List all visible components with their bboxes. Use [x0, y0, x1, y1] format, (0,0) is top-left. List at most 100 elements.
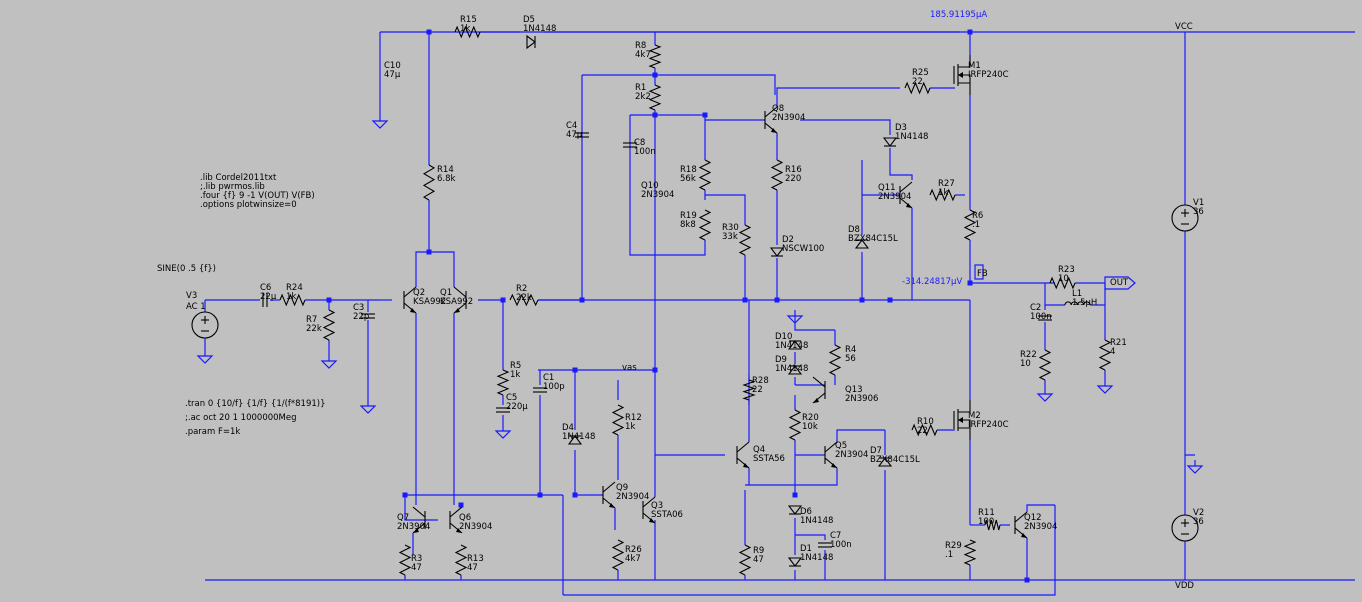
capacitor-symbol[interactable]: [623, 142, 637, 148]
resistor-symbol[interactable]: [911, 423, 938, 437]
npn-transistor-symbol[interactable]: [1014, 511, 1028, 539]
capacitor-symbol[interactable]: [533, 387, 547, 393]
capacitor-symbol[interactable]: [361, 313, 375, 319]
resistor-symbol[interactable]: [1038, 349, 1052, 381]
wire[interactable]: [776, 87, 900, 107]
component-ref: Q5: [835, 441, 847, 451]
component-value: 22p: [353, 312, 369, 322]
pnp-transistor-symbol[interactable]: [736, 441, 750, 469]
resistor-symbol[interactable]: [929, 188, 956, 202]
resistor-symbol[interactable]: [279, 293, 306, 307]
diode-symbol[interactable]: [769, 247, 785, 257]
capacitor-symbol[interactable]: [262, 293, 268, 307]
resistor-symbol[interactable]: [698, 159, 712, 191]
resistor-symbol[interactable]: [611, 539, 625, 571]
component-value: IRFP240C: [968, 70, 1009, 80]
component-ref: R8: [635, 41, 646, 51]
mosfet-symbol[interactable]: [953, 400, 971, 440]
resistor-symbol[interactable]: [454, 25, 481, 39]
diode-symbol[interactable]: [787, 505, 803, 515]
capacitor-symbol[interactable]: [496, 407, 510, 413]
resistor-symbol[interactable]: [738, 544, 752, 576]
resistor-symbol[interactable]: [698, 209, 712, 241]
inductor-symbol[interactable]: [1064, 301, 1091, 306]
resistor-symbol[interactable]: [770, 159, 784, 191]
component-value: 220µ: [506, 402, 528, 412]
component-value: 1N4148: [800, 516, 833, 526]
wire[interactable]: [836, 429, 885, 442]
resistor-symbol[interactable]: [738, 224, 752, 256]
resistor-symbol[interactable]: [788, 409, 802, 441]
npn-transistor-symbol[interactable]: [642, 496, 656, 524]
wire[interactable]: [563, 505, 1056, 596]
wire[interactable]: [705, 194, 746, 225]
npn-transistor-symbol[interactable]: [824, 441, 838, 469]
npn-transistor-symbol[interactable]: [764, 106, 778, 134]
pnp-transistor-symbol[interactable]: [812, 376, 826, 404]
resistor-symbol[interactable]: [454, 544, 468, 576]
resistor-symbol[interactable]: [904, 81, 931, 95]
wire[interactable]: [655, 240, 706, 256]
signal-source-v3[interactable]: [191, 311, 219, 339]
resistor-symbol[interactable]: [742, 379, 756, 401]
wire[interactable]: [1184, 231, 1195, 456]
component-ref: R30: [722, 223, 739, 233]
resistor-symbol[interactable]: [984, 519, 1001, 531]
resistor-symbol[interactable]: [422, 164, 436, 201]
diode-symbol[interactable]: [787, 340, 803, 350]
resistor-symbol[interactable]: [611, 404, 625, 436]
resistor-symbol[interactable]: [322, 309, 336, 341]
npn-transistor-symbol[interactable]: [449, 506, 463, 534]
component-ref: V1: [1193, 198, 1204, 208]
diode-symbol[interactable]: [526, 34, 536, 50]
ground-symbol: [196, 350, 214, 364]
component-value: 2N3906: [845, 394, 878, 404]
wire[interactable]: [404, 495, 438, 521]
resistor-symbol[interactable]: [1049, 276, 1076, 290]
wire[interactable]: [1026, 504, 1055, 512]
zener-diode-symbol[interactable]: [877, 457, 893, 467]
capacitor-symbol[interactable]: [818, 542, 832, 548]
pnp-transistor-symbol[interactable]: [403, 286, 417, 314]
wire[interactable]: [794, 315, 835, 331]
component-value: NSCW100: [782, 244, 824, 254]
ground-symbol: [359, 400, 377, 414]
resistor-symbol[interactable]: [648, 84, 662, 111]
npn-transistor-symbol[interactable]: [412, 506, 426, 534]
wire[interactable]: [582, 74, 776, 95]
wire[interactable]: [795, 534, 826, 540]
resistor-symbol[interactable]: [963, 209, 977, 241]
component-ref: D2: [782, 235, 794, 245]
diode-symbol[interactable]: [787, 365, 803, 375]
vcc-net-label: VCC: [1175, 22, 1193, 32]
resistor-symbol[interactable]: [509, 293, 539, 307]
zener-diode-symbol[interactable]: [854, 239, 870, 249]
wire[interactable]: [629, 115, 655, 256]
wire[interactable]: [800, 119, 891, 135]
mosfet-symbol[interactable]: [953, 55, 971, 95]
diode-symbol[interactable]: [567, 435, 583, 445]
npn-transistor-symbol[interactable]: [899, 181, 913, 209]
resistor-symbol[interactable]: [828, 344, 842, 376]
resistor-symbol[interactable]: [1098, 339, 1112, 371]
wire[interactable]: [745, 468, 838, 486]
resistor-symbol[interactable]: [648, 44, 662, 69]
wire[interactable]: [889, 160, 913, 180]
pnp-transistor-symbol[interactable]: [453, 286, 467, 314]
capacitor-symbol[interactable]: [575, 132, 589, 138]
npn-transistor-symbol[interactable]: [602, 481, 616, 509]
resistor-symbol[interactable]: [496, 369, 510, 396]
diode-symbol[interactable]: [882, 137, 898, 147]
supply-v2[interactable]: [1171, 514, 1199, 542]
diode-symbol[interactable]: [787, 557, 803, 567]
supply-v1[interactable]: [1171, 204, 1199, 232]
ground-symbol: [320, 355, 338, 369]
component-ref: R15: [460, 15, 477, 25]
resistor-symbol[interactable]: [398, 544, 412, 576]
wire[interactable]: [415, 251, 455, 287]
component-ref: R24: [286, 283, 303, 293]
resistor-symbol[interactable]: [963, 539, 977, 566]
capacitor-symbol[interactable]: [1038, 315, 1052, 321]
component-value: 1N4148: [800, 553, 833, 563]
